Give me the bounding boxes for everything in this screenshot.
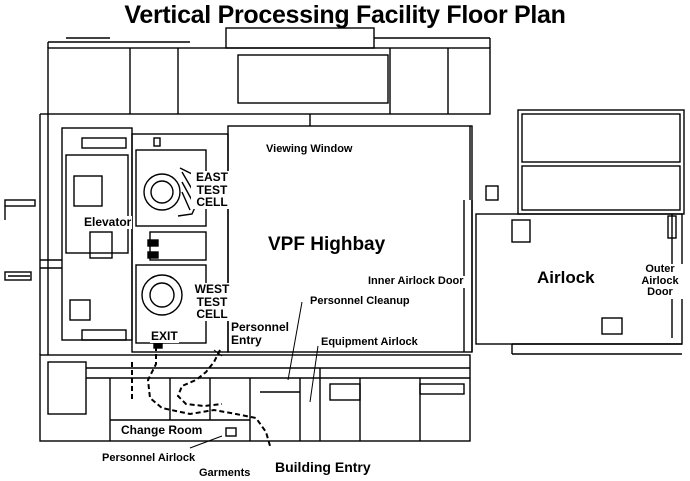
viewing-window-label: Viewing Window (265, 143, 354, 156)
airlock-label: Airlock (537, 268, 595, 287)
personnel-entry-line1: Personnel (231, 320, 290, 334)
outer-airlock-door-label: Outer Airlock Door (636, 263, 684, 299)
west-test-cell-label: WEST TEST CELL (191, 283, 233, 321)
inner-airlock-door-label: Inner Airlock Door (367, 275, 465, 288)
building-entry-label: Building Entry (274, 459, 372, 475)
west-label-line1: WEST (194, 282, 230, 296)
personnel-entry-line2: Entry (231, 332, 262, 347)
page-title: Vertical Processing Facility Floor Plan (124, 1, 566, 29)
bottom-rooms (39, 354, 471, 442)
left-wing (39, 113, 133, 355)
personnel-airlock-label: Personnel Airlock (101, 452, 197, 465)
top-offices (47, 27, 491, 126)
exit-label: EXIT (150, 329, 179, 343)
personnel-route (131, 346, 271, 447)
personnel-entry-label: Personnel Entry (230, 320, 291, 347)
highbay-label: VPF Highbay (268, 234, 386, 255)
west-label-line2: TEST (196, 294, 228, 309)
east-label-line2: TEST (196, 182, 228, 197)
left-stubs (4, 199, 36, 281)
outer-label-line2: Airlock (641, 274, 679, 287)
airlock-walls (475, 109, 685, 355)
west-label-line3: CELL (196, 307, 228, 322)
east-label-line1: EAST (195, 170, 228, 184)
outer-label-line1: Outer (645, 263, 675, 275)
elevator-label: Elevator (83, 215, 133, 229)
east-test-cell-label: EAST TEST CELL (191, 171, 233, 209)
garments-label: Garments (198, 467, 252, 480)
personnel-cleanup-label: Personnel Cleanup (309, 295, 411, 308)
leader-lines (189, 301, 319, 449)
equipment-airlock-label: Equipment Airlock (320, 336, 419, 349)
east-label-line3: CELL (196, 195, 228, 210)
change-room-label: Change Room (120, 423, 204, 437)
outer-label-line3: Door (647, 286, 673, 299)
